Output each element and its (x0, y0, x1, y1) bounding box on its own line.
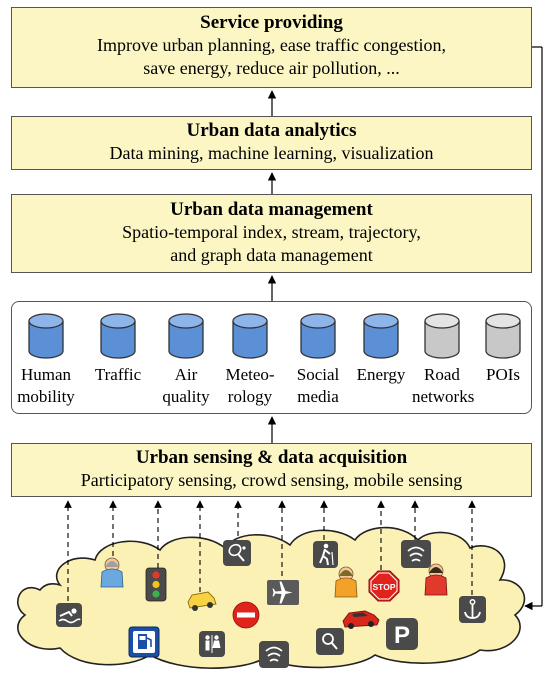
dataset-meteorology: Meteo- rology (220, 312, 280, 408)
dataset-energy: Energy (351, 312, 411, 386)
signal-icon (401, 540, 431, 568)
layer-urban-data-analytics: Urban data analytics Data mining, machin… (11, 116, 532, 170)
dataset-pois: POIs (473, 312, 533, 386)
anchor-icon (459, 596, 486, 623)
dataset-air-quality: Air quality (156, 312, 216, 408)
dataset-label: Energy (356, 365, 406, 384)
person-icon (100, 557, 124, 588)
database-cylinder-icon (300, 313, 336, 359)
dataset-label: Air (174, 365, 198, 384)
dataset-traffic: Traffic (88, 312, 148, 386)
traffic-light-icon (145, 567, 167, 602)
layer-title: Urban sensing & data acquisition (135, 447, 408, 468)
layer-subtitle-line-1: Participatory sensing, crowd sensing, mo… (80, 470, 463, 490)
layer-subtitle-line-1: Spatio-temporal index, stream, trajector… (122, 222, 421, 242)
stop-sign-icon: STOP (368, 570, 400, 602)
map-pin-icon (316, 628, 344, 655)
no-entry-icon (232, 601, 260, 629)
svg-text:STOP: STOP (373, 582, 396, 592)
dataset-label: Human (20, 365, 72, 384)
person-icon (334, 566, 358, 598)
svg-text:P: P (394, 622, 410, 649)
dataset-label: Social (296, 365, 340, 384)
layer-subtitle-line-1: Data mining, machine learning, visualiza… (109, 143, 434, 163)
dataset-label: Road (424, 365, 460, 384)
layer-subtitle-line-1: Improve urban planning, ease traffic con… (96, 35, 447, 55)
database-cylinder-icon (363, 313, 399, 359)
taxi-icon (187, 591, 217, 611)
layer-subtitle-line-2: save energy, reduce air pollution, ... (143, 58, 400, 78)
dataset-road-networks: Road networks (412, 312, 475, 408)
dataset-social-media: Social media (288, 312, 348, 408)
dataset-label: rology (227, 387, 273, 406)
layer-urban-data-management: Urban data management Spatio-temporal in… (11, 194, 532, 273)
red-car-icon (342, 610, 380, 629)
parking-icon: P (386, 618, 418, 650)
dataset-label: Traffic (94, 365, 142, 384)
dataset-label: Meteo- (225, 365, 275, 384)
layer-subtitle-line-2: and graph data management (170, 245, 373, 265)
hiker-icon (313, 541, 338, 568)
feedback-loop (524, 46, 543, 611)
database-cylinder-icon (424, 313, 460, 359)
layer-urban-sensing: Urban sensing & data acquisition Partici… (11, 443, 532, 497)
database-cylinder-icon (232, 313, 268, 359)
wifi-icon (259, 641, 289, 668)
restroom-icon (199, 631, 225, 657)
swimmer-icon (56, 603, 82, 627)
dataset-label: POIs (485, 365, 520, 384)
database-cylinder-icon (485, 313, 521, 359)
dataset-human-mobility: Human mobility (16, 312, 76, 408)
database-cylinder-icon (28, 313, 64, 359)
dataset-label: networks (412, 387, 475, 406)
layer-title: Urban data analytics (186, 120, 357, 141)
layer-title: Urban data management (170, 199, 373, 220)
database-cylinder-icon (168, 313, 204, 359)
database-cylinder-icon (100, 313, 136, 359)
dataset-label: mobility (17, 387, 75, 406)
layer-title: Service providing (200, 12, 343, 33)
gas-station-icon (128, 626, 160, 658)
dataset-label: quality (162, 387, 210, 406)
dataset-label: media (297, 387, 339, 406)
layer-service-providing: Service providing Improve urban planning… (11, 7, 532, 88)
person-icon (424, 563, 448, 596)
airport-icon (267, 580, 299, 605)
sensing-arrows (64, 500, 476, 610)
tennis-icon (223, 540, 251, 566)
